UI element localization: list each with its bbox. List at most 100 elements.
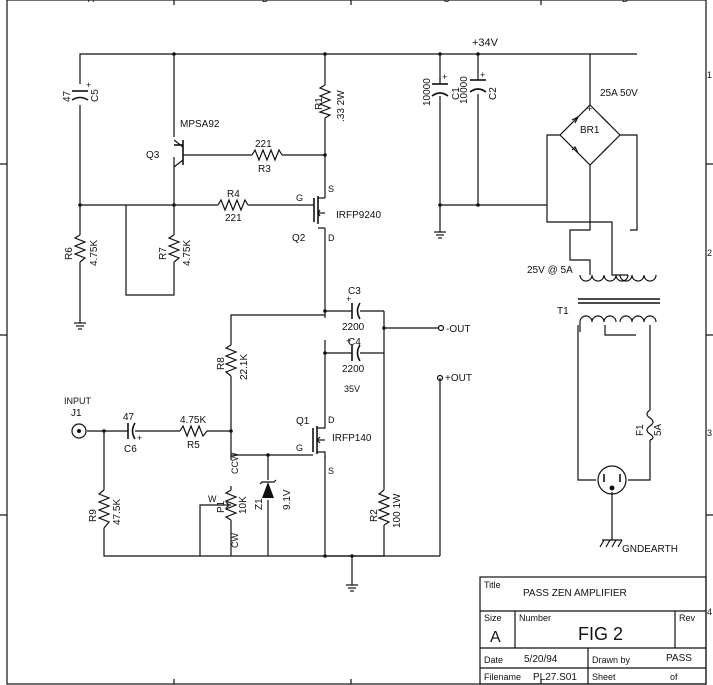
tb-rev-label: Rev [679,613,696,623]
zener-diode-z1 [259,479,277,498]
supply-rail-label: +34V [472,37,499,49]
tb-drawn-label: Drawn by [592,655,631,665]
c3-ref: C3 [348,286,361,297]
resistor-r9 [97,489,111,529]
ground-symbol [346,584,358,592]
transformer-t1 [578,274,660,323]
r7-value: 4.75K [182,240,193,266]
capacitor-c2: + [469,70,487,93]
c4-value: 2200 [342,364,365,375]
capacitor-c6: + [127,422,142,443]
earth-symbol [599,539,623,548]
r3-ref: R3 [258,164,271,175]
r5-ref: R5 [187,440,200,451]
resistor-r8 [224,344,238,377]
resistor-r3 [251,148,283,162]
q2-source-pin: S [328,184,334,194]
t1-ref: T1 [557,306,569,317]
tb-size-label: Size [484,613,502,623]
capacitor-c3: + [346,294,361,320]
bridge-rectifier-br1: + [559,104,621,166]
f1-value: 5A [653,423,664,436]
q1-ref: Q1 [296,416,310,427]
r4-value: 221 [225,213,242,224]
r8-ref: R8 [216,357,227,370]
tb-date: 5/20/94 [524,654,558,665]
r5-value: 4.75K [180,415,206,426]
c1-value: 10000 [422,78,433,106]
earth-label: GNDEARTH [622,544,678,555]
tb-number: FIG 2 [578,624,623,644]
resistor-r6 [73,234,87,263]
svg-text:+: + [346,294,351,304]
resistor-r2 [377,489,391,526]
br1-rating: 25A 50V [600,88,638,99]
svg-text:+: + [480,70,485,80]
resistor-r1 [318,84,332,119]
input-jack-j1[interactable] [71,423,87,439]
out-neg-label: -OUT [446,324,470,335]
out-pos-label: +OUT [445,373,472,384]
tb-title-label: Title [484,580,501,590]
r2-ref: R2 [369,509,380,522]
arrowhead-icon [225,501,230,509]
q1-drain-pin: D [328,415,335,425]
r9-ref: R9 [88,509,99,522]
mosfet-q1 [306,418,326,458]
r9-value: 47.5K [112,499,123,525]
q2-ref: Q2 [292,233,306,244]
q1-gate-pin: G [296,443,303,453]
tb-date-label: Date [484,655,503,665]
f1-ref: F1 [635,424,646,436]
output-terminal-neg[interactable] [437,324,445,332]
q2-gate-pin: G [296,193,303,203]
c4-ref: C4 [348,337,361,348]
capacitor-c5: + [71,80,91,101]
grid-row-4: 4 [707,607,712,617]
capacitor-c1: + [431,72,449,97]
capacitor-c4: + [346,336,361,362]
grid-col-b: B [262,0,268,4]
r8-value: 22.1K [239,354,250,380]
j1-ref: J1 [71,408,82,419]
p1-value: 10K [238,496,249,514]
q1-part: IRFP140 [332,433,372,444]
grid-col-c: C [443,0,450,4]
potentiometer-p1[interactable] [224,489,238,521]
grid-col-a: A [88,0,94,4]
q3-ref: Q3 [146,150,160,161]
grid-row-3: 3 [707,428,712,438]
z1-value: 9.1V [282,489,293,510]
c2-value: 10000 [459,76,470,104]
output-terminal-pos[interactable] [436,374,444,382]
q2-drain-pin: D [328,233,335,243]
c5-ref: C5 [90,89,101,102]
q3-part: MPSA92 [180,119,220,130]
tb-size: A [490,629,501,646]
grid-col-d: D [622,0,629,4]
r1-ref: R1 [314,97,325,110]
r6-value: 4.75K [89,240,100,266]
resistor-r7 [167,234,181,263]
svg-text:+: + [587,104,592,114]
r6-ref: R6 [64,247,75,260]
z1-ref: Z1 [254,498,265,510]
input-label: INPUT [64,396,92,406]
br1-ref: BR1 [580,125,600,136]
p1-cw-pin: CW [230,533,240,548]
tb-drawn-by: PASS [666,653,692,664]
c4-voltage: 35V [344,384,360,394]
resistor-r5 [179,424,208,438]
grid-row-2: 2 [707,248,712,258]
p1-ccw-pin: CCW [230,452,240,474]
c6-value: 47 [123,412,135,423]
c5-value: 47 [62,90,73,102]
r2-value: 100 1W [392,493,403,528]
title-block [479,576,707,685]
p1-wiper-pin: W [208,494,217,504]
tb-filename: PL27.S01 [533,672,577,683]
ground-symbol [74,322,86,330]
grid-row-1: 1 [707,70,712,80]
c6-ref: C6 [124,444,137,455]
svg-text:+: + [346,336,351,346]
